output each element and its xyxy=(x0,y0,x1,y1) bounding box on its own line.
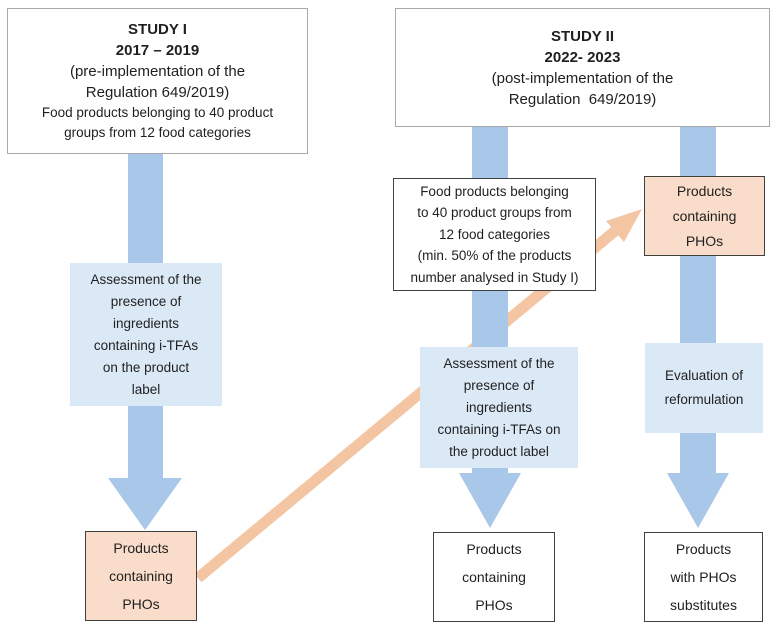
study2-evaluation-box: Evaluation of reformulation xyxy=(645,343,763,433)
study2-sample-line4: (min. 50% of the products xyxy=(417,248,572,264)
study1-flow-arrowhead-icon xyxy=(108,478,182,530)
study1-note-line2: groups from 12 food categories xyxy=(64,125,251,140)
study2-result-box: Products containing PHOs xyxy=(433,532,555,622)
study2-phos-line2: containing xyxy=(672,207,737,224)
study1-years: 2017 – 2019 xyxy=(115,42,200,59)
study2-sample-line5: number analysed in Study I) xyxy=(410,269,579,285)
study2-substitutes-line3: substitutes xyxy=(670,597,737,613)
study2-substitutes-box: Products with PHOs substitutes xyxy=(644,532,763,622)
study1-result-line2: containing xyxy=(109,568,173,584)
study2-substitutes-line1: Products xyxy=(675,541,732,557)
study2-substitutes-line2: with PHOs xyxy=(670,569,737,585)
study2-result-line2: containing xyxy=(462,569,526,585)
study1-result-line1: Products xyxy=(113,540,169,556)
study2-centre-flow-arrowhead-icon xyxy=(459,473,521,528)
study2-sample-box: Food products belonging to 40 product gr… xyxy=(393,178,596,291)
study2-header-box: STUDY II 2022- 2023 (post-implementation… xyxy=(395,8,770,127)
diagonal-arrowhead-icon xyxy=(606,209,642,242)
study1-note-line1: Food products belonging to 40 product xyxy=(41,105,274,120)
study2-assessment-line1: Assessment of the xyxy=(443,355,555,371)
study2-assessment-line5: the product label xyxy=(449,443,549,459)
study1-result-box: Products containing PHOs xyxy=(85,531,197,621)
study2-subtitle-line1: (post-implementation of the xyxy=(491,69,674,87)
study1-title: STUDY I xyxy=(128,21,187,38)
study2-assessment-line4: containing i-TFAs on xyxy=(437,421,561,437)
study2-assessment-line3: ingredients xyxy=(465,399,533,415)
study2-result-line3: PHOs xyxy=(475,597,513,613)
study2-subtitle-line2: Regulation 649/2019) xyxy=(508,90,657,108)
study1-assessment-line5: on the product xyxy=(102,359,190,375)
study1-assessment-line4: containing i-TFAs xyxy=(93,337,199,353)
study1-assessment-line3: ingredients xyxy=(112,315,180,331)
study2-phos-line3: PHOs xyxy=(685,232,724,249)
study1-result-line3: PHOs xyxy=(122,596,160,612)
study1-assessment-line2: presence of xyxy=(110,293,182,309)
study2-assessment-box: Assessment of the presence of ingredient… xyxy=(420,347,578,468)
study2-title: STUDY II xyxy=(550,27,615,45)
study2-evaluation-line1: Evaluation of xyxy=(664,368,744,383)
study2-right-flow-arrowhead-icon xyxy=(667,473,729,528)
study2-evaluation-line2: reformulation xyxy=(664,392,744,407)
study2-sample-line3: 12 food categories xyxy=(438,226,551,242)
study1-assessment-line1: Assessment of the xyxy=(90,271,202,287)
study1-subtitle-line2: Regulation 649/2019) xyxy=(85,84,230,101)
study2-sample-line2: to 40 product groups from xyxy=(417,205,572,221)
study2-result-line1: Products xyxy=(466,541,522,557)
study1-assessment-line6: label xyxy=(131,381,161,397)
study1-header-box: STUDY I 2017 – 2019 (pre-implementation … xyxy=(7,8,308,154)
study2-phos-box: Products containing PHOs xyxy=(644,176,765,256)
study2-assessment-line2: presence of xyxy=(463,377,535,393)
study2-sample-line1: Food products belonging xyxy=(420,183,569,199)
study2-years: 2022- 2023 xyxy=(544,48,621,66)
study1-subtitle-line1: (pre-implementation of the xyxy=(69,63,246,80)
study2-phos-line1: Products xyxy=(676,182,733,199)
study1-assessment-box: Assessment of the presence of ingredient… xyxy=(70,263,222,406)
